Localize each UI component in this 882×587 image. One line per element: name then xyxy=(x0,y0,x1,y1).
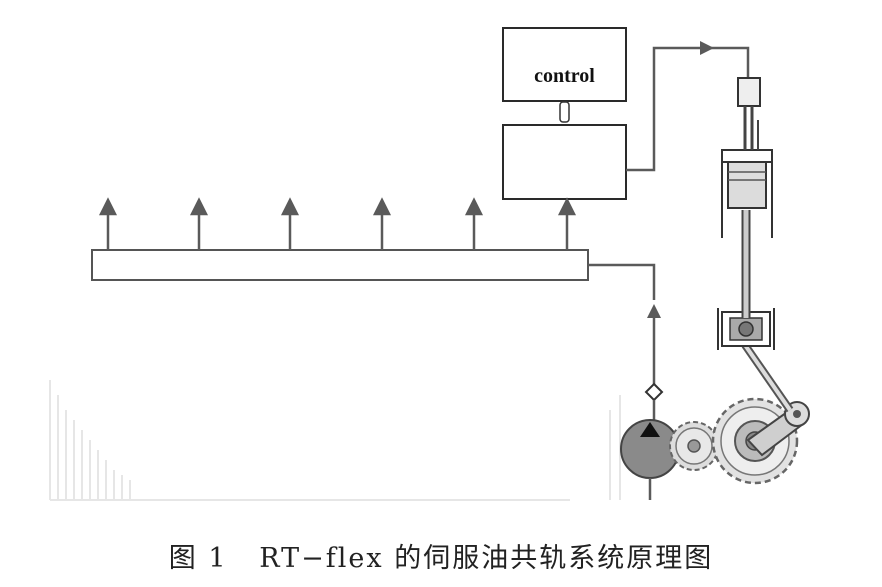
injector-icon xyxy=(737,77,761,150)
pump-supply-arrow xyxy=(647,304,661,318)
figure-caption: 图 1 RT−flex 的伺服油共轨系统原理图 xyxy=(0,536,882,575)
background-texture xyxy=(49,380,621,501)
figure-number: 图 1 xyxy=(168,543,228,574)
injection-line xyxy=(626,46,750,172)
pump-icon xyxy=(620,419,680,500)
control-label: control xyxy=(534,65,595,87)
rail-outlet-arrows xyxy=(98,197,577,250)
servo-unit-box xyxy=(502,124,627,200)
figure-title: RT−flex 的伺服油共轨系统原理图 xyxy=(259,543,714,574)
injection-line-arrow xyxy=(700,41,714,55)
check-valve-icon xyxy=(644,382,664,402)
crank-mechanism-icon xyxy=(741,342,810,457)
small-gear-icon xyxy=(669,421,719,471)
common-rail xyxy=(91,249,589,281)
cylinder-icon xyxy=(721,149,773,238)
control-box xyxy=(502,27,627,102)
pump-supply-line xyxy=(588,263,656,384)
control-connector xyxy=(559,101,570,123)
